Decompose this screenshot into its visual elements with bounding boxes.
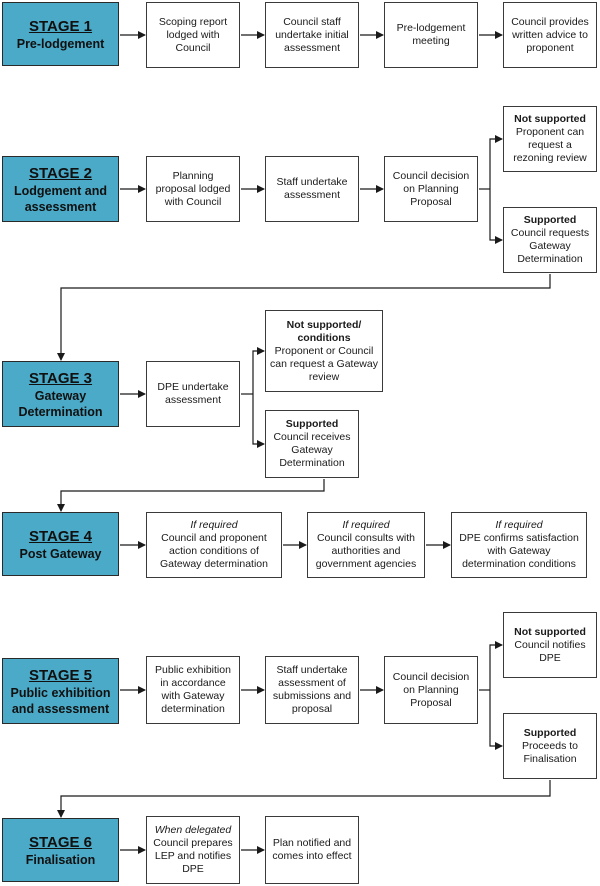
outcome-heading: Supported: [523, 726, 577, 739]
prepare-lep-step: When delegated Council prepares LEP and …: [146, 816, 240, 884]
condition-prefix: If required: [342, 519, 390, 531]
arrow: [489, 641, 503, 690]
outcome-text: Council requests Gateway Determination: [510, 227, 590, 265]
stage-name: Post Gateway: [19, 546, 102, 561]
stage-2-box: STAGE 2 Lodgement and assessment: [2, 156, 119, 222]
step-text: Public exhibition in accordance with Gat…: [155, 664, 231, 715]
staff-assessment-step: Staff undertake assessment: [265, 156, 359, 222]
scoping-report-step: Scoping report lodged with Council: [146, 2, 240, 68]
not-supported-gateway-review-outcome: Not supported/ conditions Proponent or C…: [265, 310, 383, 392]
stage-4-box: STAGE 4 Post Gateway: [2, 512, 119, 576]
step-text: Council consults with authorities and go…: [315, 532, 417, 570]
outcome-heading: Not supported: [514, 113, 586, 125]
arrow: [489, 189, 503, 244]
outcome-text: Council receives Gateway Determination: [273, 431, 351, 469]
stage-3-box: STAGE 3 Gateway Determination: [2, 361, 119, 427]
arrow: [489, 690, 503, 750]
supported-finalisation-outcome: Supported Proceeds to Finalisation: [503, 713, 597, 779]
stage-number: STAGE 6: [28, 833, 93, 851]
public-exhibition-step: Public exhibition in accordance with Gat…: [146, 656, 240, 724]
stage-name: Finalisation: [25, 852, 96, 867]
stage-number: STAGE 3: [28, 369, 93, 387]
outcome-heading: Supported: [285, 418, 339, 430]
step-text: Staff undertake assessment of submission…: [272, 664, 352, 715]
stage-1-box: STAGE 1 Pre-lodgement: [2, 2, 119, 66]
step-text: Scoping report lodged with Council: [158, 15, 228, 54]
dpe-assessment-step: DPE undertake assessment: [146, 361, 240, 427]
arrow: [489, 135, 503, 189]
step-text: Council decision on Planning Proposal: [392, 169, 470, 208]
agency-consultation-step: If required Council consults with author…: [307, 512, 425, 578]
stage-name: Lodgement and assessment: [13, 183, 108, 214]
outcome-text: Council notifies DPE: [514, 638, 586, 664]
step-text: Council decision on Planning Proposal: [392, 670, 470, 709]
step-text: Staff undertake assessment: [276, 176, 348, 201]
supported-gateway-request-outcome: Supported Council requests Gateway Deter…: [503, 207, 597, 273]
outcome-heading: Not supported/ conditions: [286, 318, 362, 344]
arrow: [57, 780, 551, 818]
stage-number: STAGE 1: [28, 17, 93, 35]
outcome-heading: Supported: [523, 214, 577, 226]
not-supported-notify-outcome: Not supported Council notifies DPE: [503, 612, 597, 678]
step-text: Pre-lodgement meeting: [396, 22, 466, 47]
council-decision-stage5-step: Council decision on Planning Proposal: [384, 656, 478, 724]
stage-5-box: STAGE 5 Public exhibition and assessment: [2, 658, 119, 724]
condition-prefix: When delegated: [154, 824, 232, 836]
stage-name: Gateway Determination: [18, 388, 103, 419]
step-text: DPE undertake assessment: [157, 381, 229, 406]
stage-6-box: STAGE 6 Finalisation: [2, 818, 119, 882]
step-text: Council and proponent action conditions …: [160, 532, 268, 570]
outcome-heading: Not supported: [514, 625, 586, 638]
proposal-lodged-step: Planning proposal lodged with Council: [146, 156, 240, 222]
condition-prefix: If required: [495, 519, 543, 531]
step-text: Plan notified and comes into effect: [272, 837, 352, 862]
step-text: Council staff undertake initial assessme…: [275, 15, 349, 54]
step-text: Council provides written advice to propo…: [511, 15, 589, 54]
stage-number: STAGE 2: [28, 164, 93, 182]
written-advice-step: Council provides written advice to propo…: [503, 2, 597, 68]
arrow: [252, 394, 265, 448]
council-decision-step: Council decision on Planning Proposal: [384, 156, 478, 222]
plan-notified-step: Plan notified and comes into effect: [265, 816, 359, 884]
step-text: DPE confirms satisfaction with Gateway d…: [459, 532, 579, 570]
step-text: Council prepares LEP and notifies DPE: [153, 837, 233, 875]
staff-initial-assessment-step: Council staff undertake initial assessme…: [265, 2, 359, 68]
dpe-satisfaction-step: If required DPE confirms satisfaction wi…: [451, 512, 587, 578]
stage-number: STAGE 4: [28, 527, 93, 545]
stage-name: Public exhibition and assessment: [10, 685, 111, 716]
arrow: [252, 347, 265, 394]
submissions-assessment-step: Staff undertake assessment of submission…: [265, 656, 359, 724]
outcome-text: Proponent or Council can request a Gatew…: [270, 344, 378, 383]
stage-name: Pre-lodgement: [16, 36, 105, 51]
condition-prefix: If required: [190, 519, 238, 531]
outcome-text: Proceeds to Finalisation: [521, 739, 579, 765]
stage-number: STAGE 5: [28, 666, 93, 684]
pre-lodgement-meeting-step: Pre-lodgement meeting: [384, 2, 478, 68]
supported-gateway-received-outcome: Supported Council receives Gateway Deter…: [265, 410, 359, 478]
arrow: [57, 479, 325, 512]
outcome-text: Proponent can request a rezoning review: [513, 126, 587, 164]
step-text: Planning proposal lodged with Council: [155, 169, 231, 208]
action-conditions-step: If required Council and proponent action…: [146, 512, 282, 578]
not-supported-rezoning-outcome: Not supported Proponent can request a re…: [503, 106, 597, 172]
